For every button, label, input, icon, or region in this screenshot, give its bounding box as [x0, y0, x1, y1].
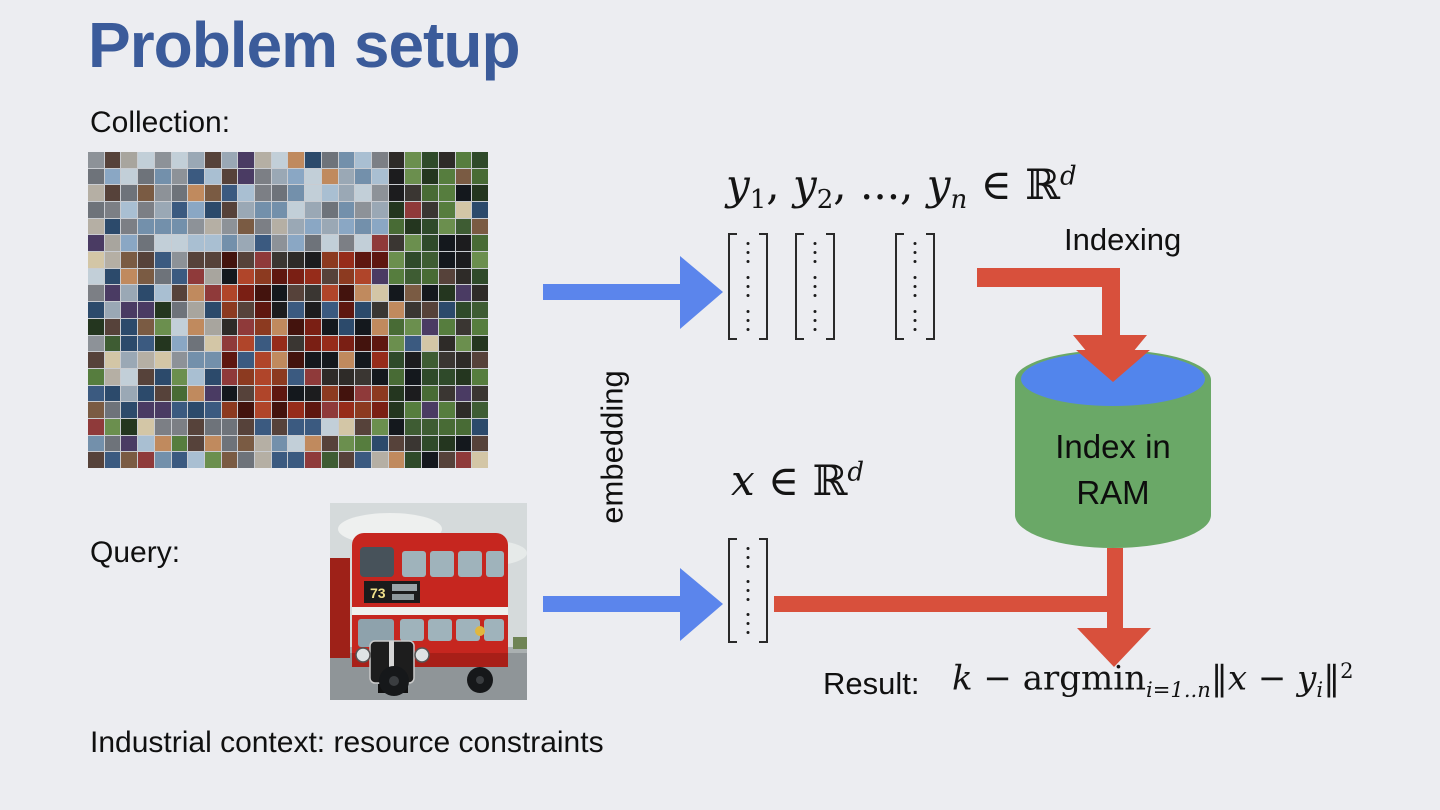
query-label: Query: — [90, 536, 181, 569]
background-bus — [330, 558, 350, 658]
query-vector — [728, 538, 768, 643]
collection-label: Collection: — [90, 106, 231, 139]
arrow-right-icon — [543, 568, 723, 641]
result-label: Result: — [823, 666, 920, 701]
footer-text: Industrial context: resource constraints — [90, 726, 604, 759]
collection-vector-n — [895, 233, 935, 340]
collection-vector-2 — [795, 233, 835, 340]
query-bus-image: 73 — [330, 503, 527, 700]
collection-embedding-formula: y1, y2, ..., yn ∈ ℝd — [726, 160, 1077, 216]
collection-image-grid — [88, 152, 488, 468]
arrow-tip-overlay — [1076, 350, 1150, 382]
index-label-line2: RAM — [1076, 474, 1150, 511]
vector-dots — [813, 242, 817, 331]
result-formula: k − argmini=1..n‖x − yi‖2 — [952, 658, 1354, 702]
vector-dots — [746, 242, 750, 331]
indexing-label: Indexing — [1064, 222, 1182, 257]
index-in-ram-label: Index in RAM — [1015, 424, 1211, 516]
embedding-label: embedding — [595, 370, 630, 524]
arrow-down-icon — [1077, 548, 1151, 667]
vector-dots — [913, 242, 917, 331]
embedding-label-wrap: embedding — [538, 352, 688, 542]
page-title: Problem setup — [88, 9, 521, 81]
index-database-cylinder — [1015, 350, 1211, 548]
index-label-line1: Index in — [1055, 428, 1171, 465]
collection-vector-1 — [728, 233, 768, 340]
query-embedding-formula: x ∈ ℝd — [731, 456, 865, 505]
search-path-bar — [774, 596, 1108, 612]
arrow-right-icon — [543, 256, 723, 329]
bus-route-number: 73 — [370, 585, 386, 601]
vector-dots — [746, 547, 750, 634]
